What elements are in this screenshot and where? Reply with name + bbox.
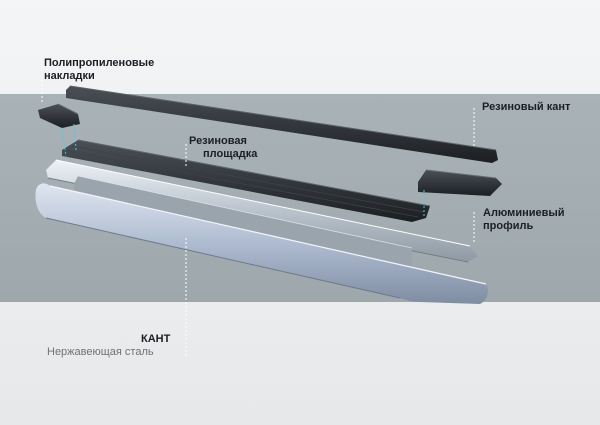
label-aluminum-profile-line2: профиль: [483, 220, 534, 232]
label-aluminum-profile-line1: Алюминиевый: [483, 207, 565, 219]
aluminum-profile: [46, 159, 478, 268]
label-rubber-pad: Резиновая площадка: [189, 135, 257, 161]
rubber-edge-strip: [66, 85, 498, 163]
label-kant: КАНТ: [141, 333, 171, 345]
label-polypropylene-caps-line2: накладки: [44, 70, 95, 82]
assembly-guides: [61, 123, 425, 216]
label-aluminum-profile: Алюминиевый профиль: [483, 207, 565, 233]
label-kant-material: Нержавеющая сталь: [47, 346, 154, 358]
polypropylene-cap-left: [38, 103, 80, 128]
label-rubber-edge: Резиновый кант: [482, 101, 571, 113]
label-polypropylene-caps-line1: Полипропиленовые: [44, 57, 155, 69]
label-rubber-pad-line1: Резиновая: [189, 135, 247, 147]
polypropylene-cap-right: [418, 169, 502, 196]
label-rubber-pad-line2: площадка: [203, 148, 258, 160]
stainless-steel-edge: [35, 183, 489, 304]
label-polypropylene-caps: Полипропиленовые накладки: [44, 57, 154, 83]
rubber-pad: [62, 139, 431, 222]
leader-lines: [41, 80, 475, 356]
